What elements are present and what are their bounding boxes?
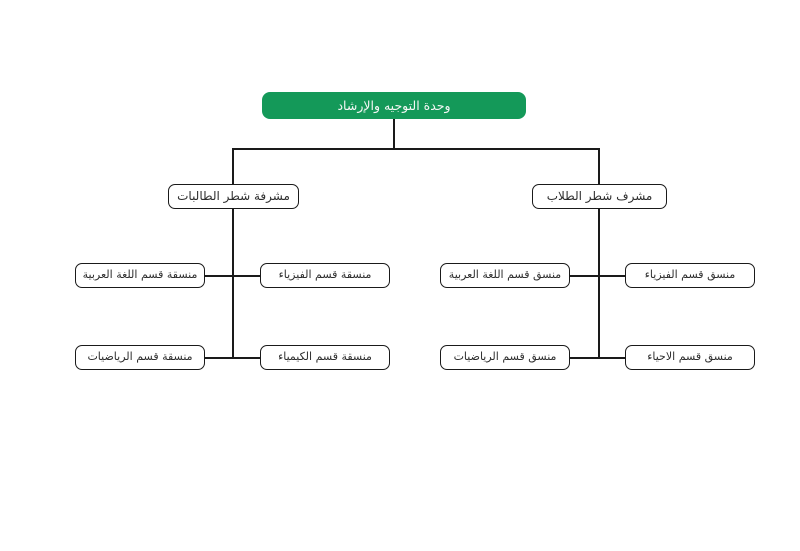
coordinator-node-male-biology: منسق قسم الاحياء bbox=[625, 345, 755, 370]
coordinator-node-female-physics: منسقة قسم الفيزياء bbox=[260, 263, 390, 288]
coordinator-node-female-arabic-language: منسقة قسم اللغة العربية bbox=[75, 263, 205, 288]
coordinator-node-female-chemistry: منسقة قسم الكيمياء bbox=[260, 345, 390, 370]
supervisor-node-female-section: مشرفة شطر الطالبات bbox=[168, 184, 299, 209]
coordinator-node-male-arabic-language: منسق قسم اللغة العربية bbox=[440, 263, 570, 288]
coordinator-node-female-mathematics: منسقة قسم الرياضيات bbox=[75, 345, 205, 370]
root-node-guidance-unit: وحدة التوجيه والإرشاد bbox=[262, 92, 526, 119]
coordinator-node-male-mathematics: منسق قسم الرياضيات bbox=[440, 345, 570, 370]
supervisor-node-male-section: مشرف شطر الطلاب bbox=[532, 184, 667, 209]
coordinator-node-male-physics: منسق قسم الفيزياء bbox=[625, 263, 755, 288]
